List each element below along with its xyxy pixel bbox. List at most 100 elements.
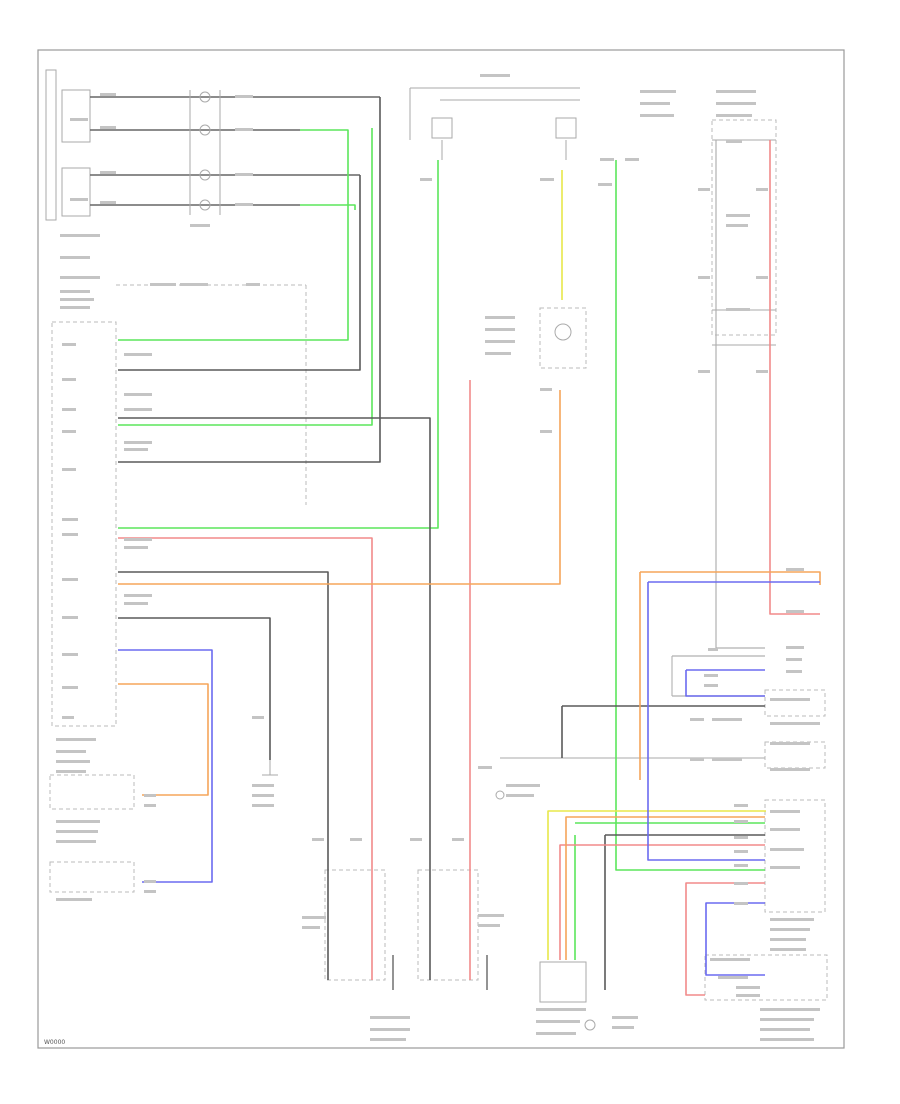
micro-label-97 bbox=[536, 1008, 586, 1011]
wire-orange-28 bbox=[640, 571, 821, 585]
micro-label-5 bbox=[100, 171, 116, 174]
label-marks-layer bbox=[56, 74, 820, 1041]
wire-yellow-30 bbox=[547, 810, 766, 960]
wire-black-11 bbox=[118, 617, 271, 760]
micro-label-117 bbox=[770, 948, 806, 951]
micro-label-104 bbox=[712, 718, 742, 721]
micro-label-62 bbox=[124, 448, 148, 451]
wire-green-2 bbox=[118, 128, 373, 426]
micro-label-140 bbox=[736, 994, 760, 997]
micro-label-96 bbox=[370, 1038, 406, 1041]
micro-label-86 bbox=[312, 838, 324, 841]
wire-black-12 bbox=[118, 571, 329, 980]
micro-label-92 bbox=[478, 914, 504, 917]
wire-red-22 bbox=[769, 140, 820, 615]
micro-label-102 bbox=[690, 718, 704, 721]
micro-label-68 bbox=[180, 283, 208, 286]
micro-label-88 bbox=[410, 838, 422, 841]
micro-label-61 bbox=[124, 441, 152, 444]
wire-layer bbox=[118, 97, 821, 996]
micro-label-135 bbox=[734, 850, 748, 853]
micro-label-124 bbox=[786, 568, 804, 571]
wire-blue-36 bbox=[685, 670, 765, 697]
wire-red-24 bbox=[559, 844, 765, 960]
micro-label-119 bbox=[718, 976, 748, 979]
micro-label-48 bbox=[62, 408, 76, 411]
micro-label-143 bbox=[506, 794, 534, 797]
micro-label-53 bbox=[62, 578, 78, 581]
micro-label-7 bbox=[235, 95, 253, 98]
micro-label-14 bbox=[60, 290, 90, 293]
micro-label-65 bbox=[124, 538, 152, 541]
micro-label-45 bbox=[540, 430, 552, 433]
wire-blue-34 bbox=[647, 582, 765, 861]
micro-label-100 bbox=[612, 1016, 638, 1019]
micro-label-39 bbox=[756, 370, 768, 373]
micro-label-20 bbox=[640, 102, 670, 105]
micro-label-12 bbox=[60, 256, 90, 259]
micro-label-125 bbox=[786, 610, 804, 613]
micro-label-142 bbox=[506, 784, 540, 787]
occupant-sensor-group bbox=[539, 307, 587, 369]
micro-label-83 bbox=[252, 784, 274, 787]
micro-label-85 bbox=[252, 804, 274, 807]
micro-label-116 bbox=[770, 938, 806, 941]
micro-label-43 bbox=[485, 352, 511, 355]
micro-label-25 bbox=[600, 158, 614, 161]
micro-label-3 bbox=[100, 93, 116, 96]
micro-label-6 bbox=[100, 201, 116, 204]
micro-label-58 bbox=[124, 353, 152, 356]
micro-label-105 bbox=[712, 758, 742, 761]
micro-label-141 bbox=[478, 766, 492, 769]
micro-label-93 bbox=[478, 924, 500, 927]
micro-label-21 bbox=[640, 114, 674, 117]
micro-label-35 bbox=[756, 188, 768, 191]
micro-label-99 bbox=[536, 1032, 576, 1035]
wire-red-20 bbox=[118, 537, 373, 980]
micro-label-136 bbox=[734, 864, 748, 867]
micro-label-91 bbox=[302, 926, 320, 929]
micro-label-4 bbox=[100, 126, 116, 129]
micro-label-52 bbox=[62, 533, 78, 536]
seat-position-sensor bbox=[539, 961, 596, 1031]
lower-left-components bbox=[49, 760, 278, 893]
micro-label-49 bbox=[62, 430, 76, 433]
micro-label-46 bbox=[62, 343, 76, 346]
micro-label-24 bbox=[716, 114, 752, 117]
micro-label-64 bbox=[124, 602, 148, 605]
micro-label-16 bbox=[60, 306, 90, 309]
micro-label-90 bbox=[302, 916, 326, 919]
micro-label-18 bbox=[480, 74, 510, 77]
micro-label-113 bbox=[770, 866, 800, 869]
micro-label-129 bbox=[708, 648, 718, 651]
micro-label-106 bbox=[770, 698, 810, 701]
wire-green-3 bbox=[118, 160, 439, 529]
micro-label-67 bbox=[150, 283, 176, 286]
micro-label-123 bbox=[760, 1038, 814, 1041]
micro-label-138 bbox=[734, 902, 748, 905]
micro-label-70 bbox=[56, 738, 96, 741]
micro-label-118 bbox=[710, 958, 750, 961]
wire-black-10 bbox=[118, 97, 381, 463]
micro-label-75 bbox=[56, 830, 98, 833]
micro-label-109 bbox=[770, 768, 810, 771]
micro-label-10 bbox=[235, 203, 253, 206]
micro-label-81 bbox=[144, 890, 156, 893]
micro-label-8 bbox=[235, 128, 253, 131]
micro-label-19 bbox=[640, 90, 676, 93]
micro-label-95 bbox=[370, 1028, 410, 1031]
micro-label-111 bbox=[770, 828, 800, 831]
micro-label-59 bbox=[124, 393, 152, 396]
micro-label-41 bbox=[485, 328, 515, 331]
wire-orange-26 bbox=[118, 683, 209, 796]
micro-label-79 bbox=[144, 804, 156, 807]
micro-label-72 bbox=[56, 760, 90, 763]
micro-label-44 bbox=[540, 388, 552, 391]
micro-label-33 bbox=[726, 308, 750, 311]
micro-label-23 bbox=[716, 102, 756, 105]
micro-label-131 bbox=[704, 684, 718, 687]
seat-belt-switch-group bbox=[324, 869, 488, 990]
micro-label-115 bbox=[770, 928, 810, 931]
micro-label-139 bbox=[736, 986, 760, 989]
